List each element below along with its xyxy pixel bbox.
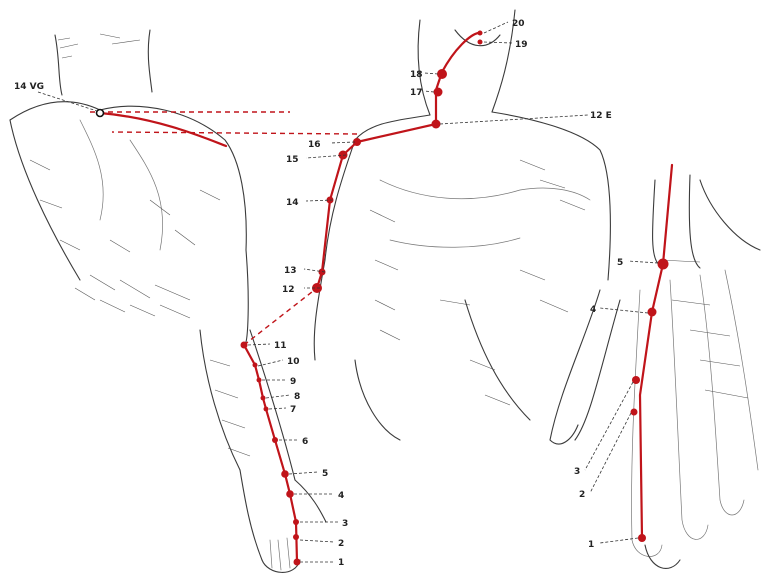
point-8-dot [261, 396, 266, 401]
leader-lines [38, 22, 658, 562]
leader-line [248, 344, 270, 345]
point-10-dot [253, 363, 258, 368]
label-point-20: 20 [512, 19, 525, 29]
point-7-dot [264, 407, 269, 412]
label-point-19: 19 [515, 40, 528, 50]
label-point-15: 15 [286, 155, 299, 165]
label-12-e: 12 E [590, 111, 612, 121]
point-5-dot [281, 470, 289, 478]
point-3-dot [293, 519, 299, 525]
leader-line [269, 408, 286, 409]
label-hand-point-4: 4 [590, 305, 596, 315]
point-12e-dot [432, 120, 441, 129]
label-point-13: 13 [284, 266, 297, 276]
leader-line [484, 22, 508, 33]
point-6-dot [272, 437, 278, 443]
label-point-10: 10 [287, 357, 300, 367]
point-20-dot [478, 31, 483, 36]
label-hand-point-5: 5 [617, 258, 623, 268]
label-point-18: 18 [410, 70, 423, 80]
leader-line [484, 42, 512, 43]
leader-line [266, 395, 290, 398]
point-11-dot [241, 342, 248, 349]
leader-line [300, 540, 334, 542]
leader-line [628, 261, 658, 263]
label-point-5: 5 [322, 469, 328, 479]
label-point-6: 6 [302, 437, 308, 447]
hand-point-3-dot [632, 376, 640, 384]
point-19-dot [478, 40, 483, 45]
label-hand-point-3: 3 [574, 467, 580, 477]
label-hand-point-1: 1 [588, 540, 594, 550]
leader-line [330, 142, 355, 143]
point-2-dot [293, 534, 299, 540]
point-18-dot [437, 69, 447, 79]
label-14-vg: 14 VG [14, 82, 44, 92]
hand-point-5-dot [658, 259, 669, 270]
leader-line [38, 92, 97, 111]
label-point-7: 7 [290, 405, 296, 415]
hand-figure [550, 175, 760, 568]
label-point-12: 12 [282, 285, 295, 295]
point-17-dot [434, 88, 443, 97]
label-point-1: 1 [338, 558, 344, 568]
point-9-dot [257, 378, 262, 383]
hand-point-1-dot [638, 534, 646, 542]
hand-point-2-dot [631, 409, 638, 416]
acupoint-dots [97, 31, 669, 566]
label-point-11: 11 [274, 341, 287, 351]
label-point-4: 4 [338, 491, 344, 501]
label-point-16: 16 [308, 140, 321, 150]
back-figure [10, 30, 326, 572]
label-point-14: 14 [286, 198, 299, 208]
label-point-8: 8 [294, 392, 300, 402]
label-point-9: 9 [290, 377, 296, 387]
label-hand-point-2: 2 [579, 490, 585, 500]
label-point-17: 17 [410, 88, 423, 98]
leader-line [590, 413, 631, 493]
14-vg-dot [97, 110, 104, 117]
leader-line [424, 91, 434, 92]
meridian-lines [90, 33, 672, 562]
label-point-2: 2 [338, 539, 344, 549]
hand-point-4-dot [648, 308, 657, 317]
leader-line [600, 308, 648, 313]
leader-line [585, 382, 633, 470]
front-figure [314, 10, 610, 440]
point-1-dot [294, 559, 301, 566]
point-4-dot [286, 490, 294, 498]
leader-line [424, 73, 438, 74]
label-point-3: 3 [342, 519, 348, 529]
